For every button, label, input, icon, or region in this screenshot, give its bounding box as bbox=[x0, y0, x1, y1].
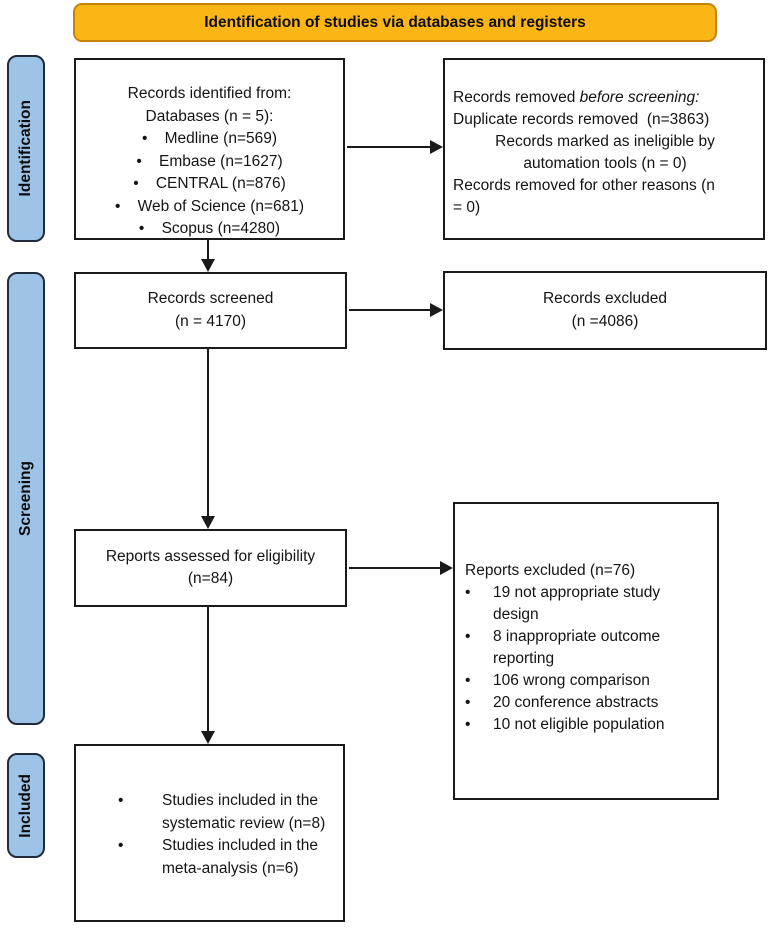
arrow-identified-to-removed-line bbox=[347, 146, 431, 148]
list-item: 10 not eligible population bbox=[465, 714, 709, 736]
list-item: Studies included in the systematic revie… bbox=[118, 790, 337, 835]
records-removed-line6: = 0) bbox=[453, 199, 481, 216]
list-item: Scopus (n=4280) bbox=[76, 218, 343, 241]
list-item: Medline (n=569) bbox=[76, 128, 343, 151]
arrow-identified-to-screened-line bbox=[207, 240, 209, 260]
records-screened-line2: (n = 4170) bbox=[174, 312, 247, 330]
arrow-identified-to-screened-head-icon bbox=[201, 259, 215, 272]
records-excluded-line2: (n =4086) bbox=[571, 312, 639, 330]
arrow-assessed-to-reports-excluded-line bbox=[349, 567, 441, 569]
arrow-assessed-to-included-head-icon bbox=[201, 731, 215, 744]
arrow-assessed-to-reports-excluded-head-icon bbox=[440, 561, 453, 575]
arrow-screened-to-excluded-head-icon bbox=[430, 303, 443, 317]
box-records-screened: Records screened (n = 4170) bbox=[74, 272, 347, 349]
stage-label-identification: Identification bbox=[7, 55, 45, 242]
box-studies-included: Studies included in the systematic revie… bbox=[74, 744, 345, 922]
arrow-screened-to-assessed-head-icon bbox=[201, 516, 215, 529]
records-screened-line1: Records screened bbox=[147, 290, 274, 307]
box-reports-excluded: Reports excluded (n=76) 19 not appropria… bbox=[453, 502, 719, 800]
box-records-removed: Records removed before screening: Duplic… bbox=[443, 58, 765, 240]
stage-label-screening: Screening bbox=[7, 272, 45, 725]
list-item: 20 conference abstracts bbox=[465, 692, 709, 714]
list-item: Web of Science (n=681) bbox=[76, 196, 343, 219]
reports-assessed-line1: Reports assessed for eligibility bbox=[105, 547, 316, 565]
box-reports-assessed: Reports assessed for eligibility (n=84) bbox=[74, 529, 347, 607]
list-item: 19 not appropriate study design bbox=[465, 582, 709, 626]
banner-title: Identification of studies via databases … bbox=[73, 3, 717, 42]
reports-excluded-list: 19 not appropriate study design8 inappro… bbox=[465, 582, 709, 736]
studies-included-list: Studies included in the systematic revie… bbox=[76, 790, 343, 880]
reports-excluded-title: Reports excluded (n=76) bbox=[465, 562, 636, 579]
list-item: 8 inappropriate outcome reporting bbox=[465, 626, 709, 670]
banner-title-label: Identification of studies via databases … bbox=[204, 13, 586, 31]
stage-label-screening-text: Screening bbox=[17, 461, 34, 536]
arrow-assessed-to-included-line bbox=[207, 607, 209, 732]
records-removed-line1-italic: before screening: bbox=[579, 89, 700, 106]
stage-label-included: Included bbox=[7, 753, 45, 858]
records-removed-line3: Records marked as ineligible by bbox=[495, 133, 715, 150]
list-item: 106 wrong comparison bbox=[465, 670, 709, 692]
records-excluded-line1: Records excluded bbox=[542, 290, 668, 307]
box-records-excluded: Records excluded (n =4086) bbox=[443, 271, 767, 350]
stage-label-identification-text: Identification bbox=[17, 100, 34, 197]
list-item: Embase (n=1627) bbox=[76, 151, 343, 174]
records-identified-list: Medline (n=569)Embase (n=1627)CENTRAL (n… bbox=[76, 128, 343, 241]
records-removed-line1-prefix: Records removed bbox=[453, 89, 580, 106]
records-removed-line1: Records removed before screening: bbox=[453, 87, 757, 109]
arrow-identified-to-removed-head-icon bbox=[430, 140, 443, 154]
records-identified-subheading: Databases (n = 5): bbox=[145, 107, 274, 125]
arrow-screened-to-excluded-line bbox=[349, 309, 431, 311]
reports-assessed-line2: (n=84) bbox=[187, 570, 234, 587]
records-identified-heading: Records identified from: bbox=[127, 85, 292, 102]
box-records-identified: Records identified from: Databases (n = … bbox=[74, 58, 345, 240]
arrow-screened-to-assessed-line bbox=[207, 349, 209, 517]
list-item: Studies included in the meta-analysis (n… bbox=[118, 835, 337, 880]
stage-label-included-text: Included bbox=[17, 773, 34, 838]
records-removed-line5: Records removed for other reasons (n bbox=[453, 177, 715, 194]
records-removed-line4: automation tools (n = 0) bbox=[523, 155, 687, 172]
list-item: CENTRAL (n=876) bbox=[76, 173, 343, 196]
records-removed-line2: Duplicate records removed (n=3863) bbox=[453, 111, 710, 128]
